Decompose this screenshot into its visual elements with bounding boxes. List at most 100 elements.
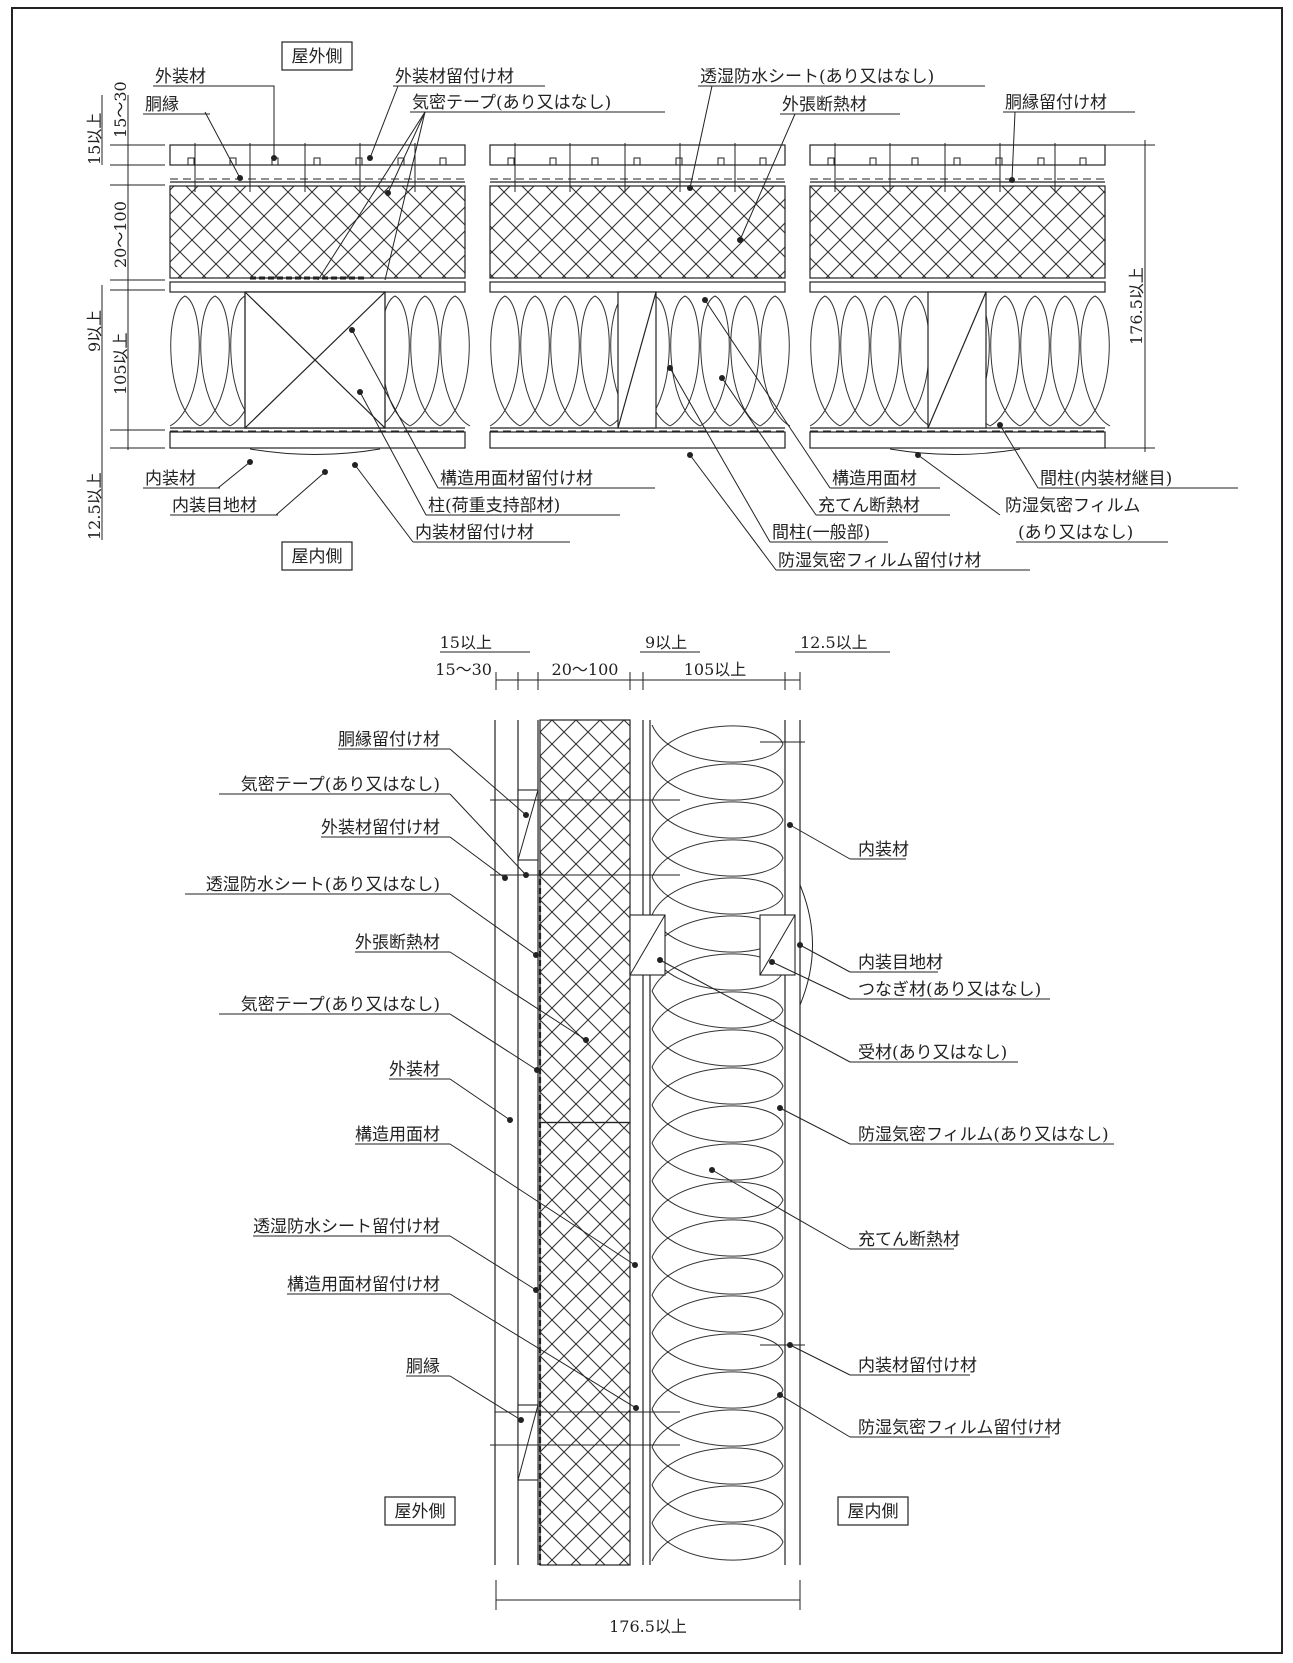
leader-dot xyxy=(385,190,391,196)
cladding-groove xyxy=(591,157,599,166)
label-joint: 内装目地材 xyxy=(172,496,257,516)
cladding-groove xyxy=(313,157,321,166)
leader-dot xyxy=(523,872,529,878)
dim-15plus: 15以上 xyxy=(440,633,492,652)
leader-line xyxy=(689,85,713,189)
left-label-6: 外装材 xyxy=(389,1060,440,1080)
label-ext-fastener: 外装材留付け材 xyxy=(395,67,514,87)
interior-joint xyxy=(799,884,813,1006)
leader-line xyxy=(779,1107,851,1145)
dim-105plus: 105以上 xyxy=(684,660,747,679)
leader-line xyxy=(354,464,414,543)
right-label-4: 防湿気密フィルム(あり又はなし) xyxy=(858,1125,1109,1145)
leader-line xyxy=(449,793,527,876)
cavity-insulation-symbol xyxy=(651,724,784,1562)
leader-line xyxy=(449,1235,537,1291)
leader-dot xyxy=(915,452,921,458)
exterior-insulation xyxy=(809,185,1106,279)
label-vapor-film-fastener: 防湿気密フィルム留付け材 xyxy=(778,551,981,571)
leader-dot xyxy=(271,155,277,161)
structural-panel xyxy=(489,281,786,293)
leader-line xyxy=(689,454,777,571)
left-label-1: 気密テープ(あり又はなし) xyxy=(241,775,440,795)
leader-line xyxy=(659,959,851,1063)
outdoor-side-label: 屋外側 xyxy=(395,1502,446,1522)
leader-line xyxy=(999,424,1039,489)
leader-line xyxy=(228,85,275,158)
interior-board xyxy=(809,431,1106,449)
leader-line xyxy=(711,1169,851,1250)
exterior-cladding xyxy=(489,144,786,166)
right-label-6: 内装材留付け材 xyxy=(858,1356,977,1376)
leader-dot xyxy=(357,389,363,395)
label-wrb: 透湿防水シート(あり又はなし) xyxy=(700,67,934,87)
leader-line xyxy=(384,111,426,281)
right-label-2: つなぎ材(あり又はなし) xyxy=(858,980,1041,1000)
interior-joint xyxy=(889,448,1021,455)
leader-line xyxy=(1011,111,1016,181)
leader-line xyxy=(217,461,251,489)
interior-board xyxy=(169,431,466,449)
leader-dot xyxy=(702,297,708,303)
leader-line xyxy=(917,454,1001,516)
leader-line xyxy=(779,1394,851,1438)
label-stud: 間柱(一般部) xyxy=(772,523,870,543)
leader-dot xyxy=(787,822,793,828)
label-air-tape: 気密テープ(あり又はなし) xyxy=(412,93,611,113)
cladding-groove xyxy=(995,157,1003,166)
dim-105plus: 105以上 xyxy=(111,332,130,395)
exterior-insulation xyxy=(489,185,786,279)
leader-dot xyxy=(533,1287,539,1293)
cladding-groove xyxy=(675,157,683,166)
leader-line xyxy=(275,471,326,516)
leader-dot xyxy=(777,1105,783,1111)
leader-dot xyxy=(777,1392,783,1398)
cladding-groove xyxy=(355,157,363,166)
cladding-groove xyxy=(911,157,919,166)
left-label-5: 気密テープ(あり又はなし) xyxy=(241,995,440,1015)
cladding-groove xyxy=(633,157,641,166)
interior-board xyxy=(489,431,786,449)
cladding-groove xyxy=(827,157,835,166)
leader-dot xyxy=(632,1262,638,1268)
label-furring-fastener: 胴縁留付け材 xyxy=(1005,93,1107,113)
label-ext-insulation: 外張断熱材 xyxy=(782,95,867,115)
leader-dot xyxy=(534,1067,540,1073)
cladding-groove xyxy=(549,157,557,166)
dim-9plus: 9以上 xyxy=(645,633,687,652)
stud-diagonal xyxy=(927,291,987,429)
outdoor-side-label-box xyxy=(281,41,353,71)
leader-line xyxy=(449,1078,511,1121)
leader-line xyxy=(449,1293,637,1409)
structural-panel xyxy=(169,281,466,293)
left-label-10: 胴縁 xyxy=(406,1357,440,1377)
leader-line xyxy=(317,111,426,281)
plan-segment xyxy=(489,143,791,449)
plan-segment xyxy=(809,143,1111,449)
right-label-1: 内装目地材 xyxy=(858,953,943,973)
dim-20-100: 20～100 xyxy=(111,201,130,268)
cladding-groove xyxy=(507,157,515,166)
cladding-groove xyxy=(717,157,725,166)
dim-20-100: 20～100 xyxy=(552,660,619,679)
dim-15plus: 15以上 xyxy=(85,113,104,165)
leader-dot xyxy=(667,365,673,371)
leader-line xyxy=(799,944,851,973)
outdoor-side-label: 屋外側 xyxy=(292,47,343,67)
leader-dot xyxy=(352,462,358,468)
leader-dot xyxy=(247,459,253,465)
leader-dot xyxy=(237,175,243,181)
leader-line xyxy=(387,111,426,194)
leader-line xyxy=(704,299,831,489)
leader-dot xyxy=(687,452,693,458)
leader-dot xyxy=(349,327,355,333)
label-structural-panel: 構造用面材 xyxy=(832,469,917,489)
left-label-9: 構造用面材留付け材 xyxy=(287,1275,440,1295)
ext-insulation-lower xyxy=(539,1121,631,1566)
label-int-fastener: 内装材留付け材 xyxy=(415,523,534,543)
leader-line xyxy=(359,391,427,516)
leader-line xyxy=(789,824,851,860)
dim-176-5plus: 176.5以上 xyxy=(1127,267,1146,345)
furring-diag xyxy=(517,789,539,861)
leader-line xyxy=(369,85,399,159)
